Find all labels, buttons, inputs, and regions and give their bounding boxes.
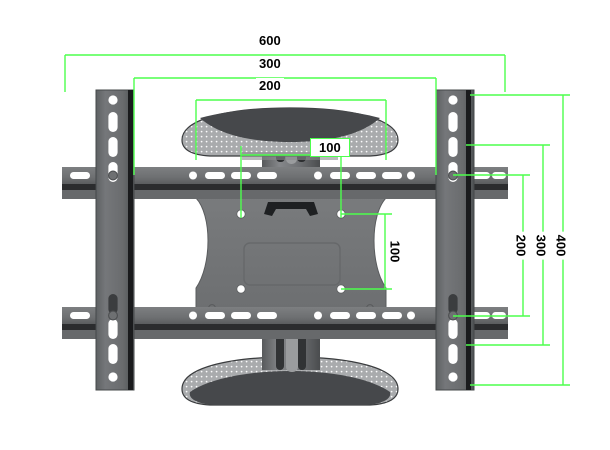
dimension-label-600: 600: [256, 33, 284, 48]
right-vertical-rail: [435, 89, 475, 391]
left-vertical-rail: [95, 89, 135, 391]
dimension-label-300-right: 300: [533, 231, 549, 260]
dimension-label-400-right: 400: [553, 231, 569, 260]
dimension-label-100-vertical: 100: [387, 237, 403, 266]
dimension-label-200-top: 200: [256, 78, 284, 93]
dimension-label-200-right: 200: [513, 231, 529, 260]
dimension-label-300-top: 300: [256, 56, 284, 71]
bottom-curved-arm: [181, 356, 399, 406]
dimension-label-100-horizontal: 100: [310, 138, 350, 157]
bottom-horizontal-bar: [62, 307, 508, 339]
top-curved-arm: [181, 107, 399, 160]
